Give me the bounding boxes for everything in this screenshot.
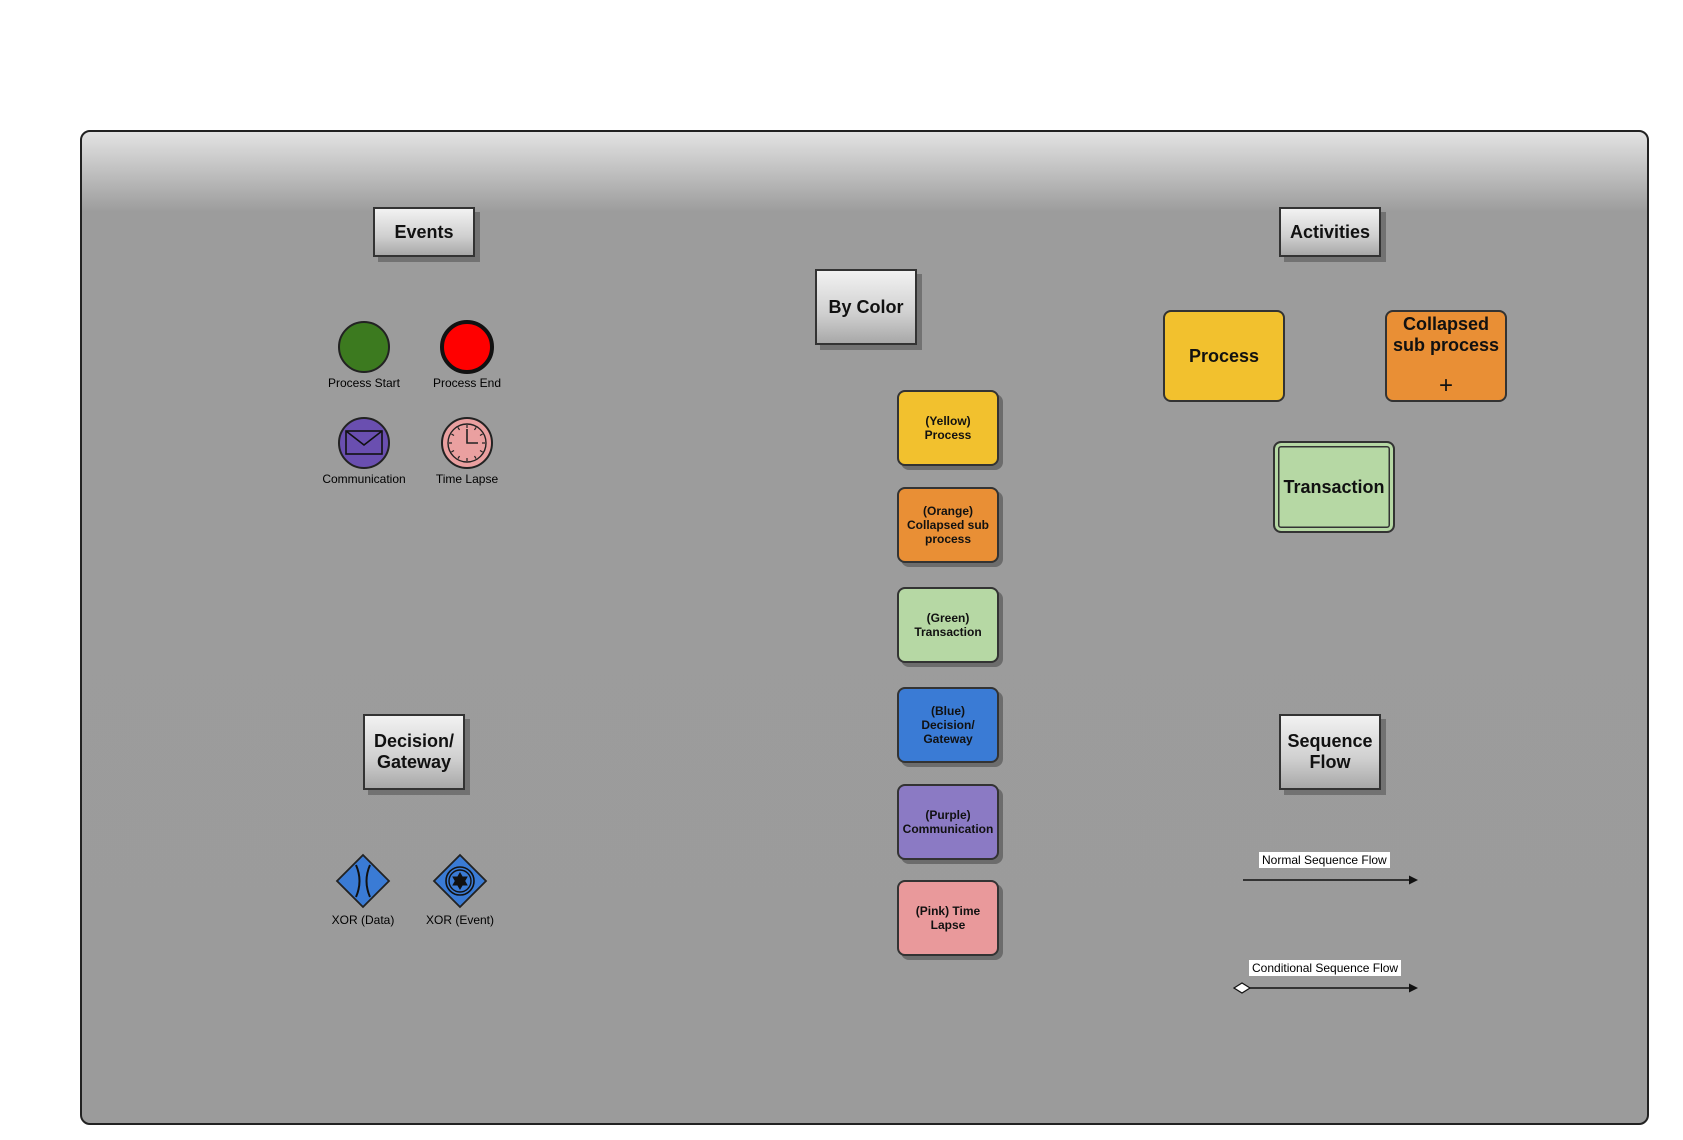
pink-time-lapse-swatch: (Pink) Time Lapse	[897, 880, 999, 956]
purple-communication-swatch: (Purple) Communication	[897, 784, 999, 860]
green-transaction-swatch: (Green) Transaction	[897, 587, 999, 663]
xor-event-caption: XOR (Event)	[425, 913, 494, 927]
sequence-flow-header: Sequence Flow	[1279, 714, 1381, 790]
xor-data-gateway-icon	[335, 853, 391, 909]
yellow-process-swatch: (Yellow) Process	[897, 390, 999, 466]
xor-event-gateway-icon	[432, 853, 488, 909]
process-activity-label: Process	[1188, 345, 1260, 366]
events-header: Events	[373, 207, 475, 257]
collapsed-sub-process-activity: Collapsed sub process +	[1385, 310, 1507, 402]
sequence-flow-header-label: Sequence Flow	[1287, 731, 1373, 772]
by-color-header-label: By Color	[828, 296, 904, 317]
normal-sequence-flow-arrow	[1243, 875, 1418, 885]
by-color-header: By Color	[815, 269, 917, 345]
activities-header-label: Activities	[1289, 221, 1371, 242]
orange-collapsed-label: (Orange) Collapsed sub process	[906, 504, 989, 546]
yellow-process-label: (Yellow) Process	[924, 414, 972, 442]
green-transaction-label: (Green) Transaction	[914, 611, 982, 639]
conditional-sequence-flow-arrow	[1233, 982, 1418, 994]
pink-time-lapse-label: (Pink) Time Lapse	[915, 904, 981, 932]
collapsed-plus-icon: +	[1438, 372, 1453, 399]
time-lapse-clock-icon	[441, 417, 493, 469]
collapsed-sub-process-label: Collapsed sub process	[1392, 314, 1500, 355]
transaction-activity-label: Transaction	[1283, 476, 1385, 497]
communication-envelope-icon	[338, 417, 390, 469]
purple-communication-label: (Purple) Communication	[902, 808, 994, 836]
gateway-header: Decision/ Gateway	[363, 714, 465, 790]
process-end-caption: Process End	[432, 376, 502, 390]
process-start-event-icon	[338, 321, 390, 373]
normal-sequence-flow-label: Normal Sequence Flow	[1259, 852, 1390, 868]
process-end-event-icon	[440, 320, 494, 374]
blue-gateway-swatch: (Blue) Decision/ Gateway	[897, 687, 999, 763]
process-activity: Process	[1163, 310, 1285, 402]
transaction-activity: Transaction	[1273, 441, 1395, 533]
conditional-sequence-flow-label: Conditional Sequence Flow	[1249, 960, 1402, 976]
communication-caption: Communication	[322, 472, 406, 486]
activities-header: Activities	[1279, 207, 1381, 257]
time-lapse-caption: Time Lapse	[435, 472, 499, 486]
blue-gateway-label: (Blue) Decision/ Gateway	[921, 704, 975, 746]
gateway-header-label: Decision/ Gateway	[373, 731, 455, 772]
events-header-label: Events	[394, 221, 454, 242]
xor-data-caption: XOR (Data)	[331, 913, 395, 927]
process-start-caption: Process Start	[327, 376, 401, 390]
diagram-canvas: Events By Color Activities Decision/ Gat…	[80, 130, 1649, 1125]
orange-collapsed-swatch: (Orange) Collapsed sub process	[897, 487, 999, 563]
